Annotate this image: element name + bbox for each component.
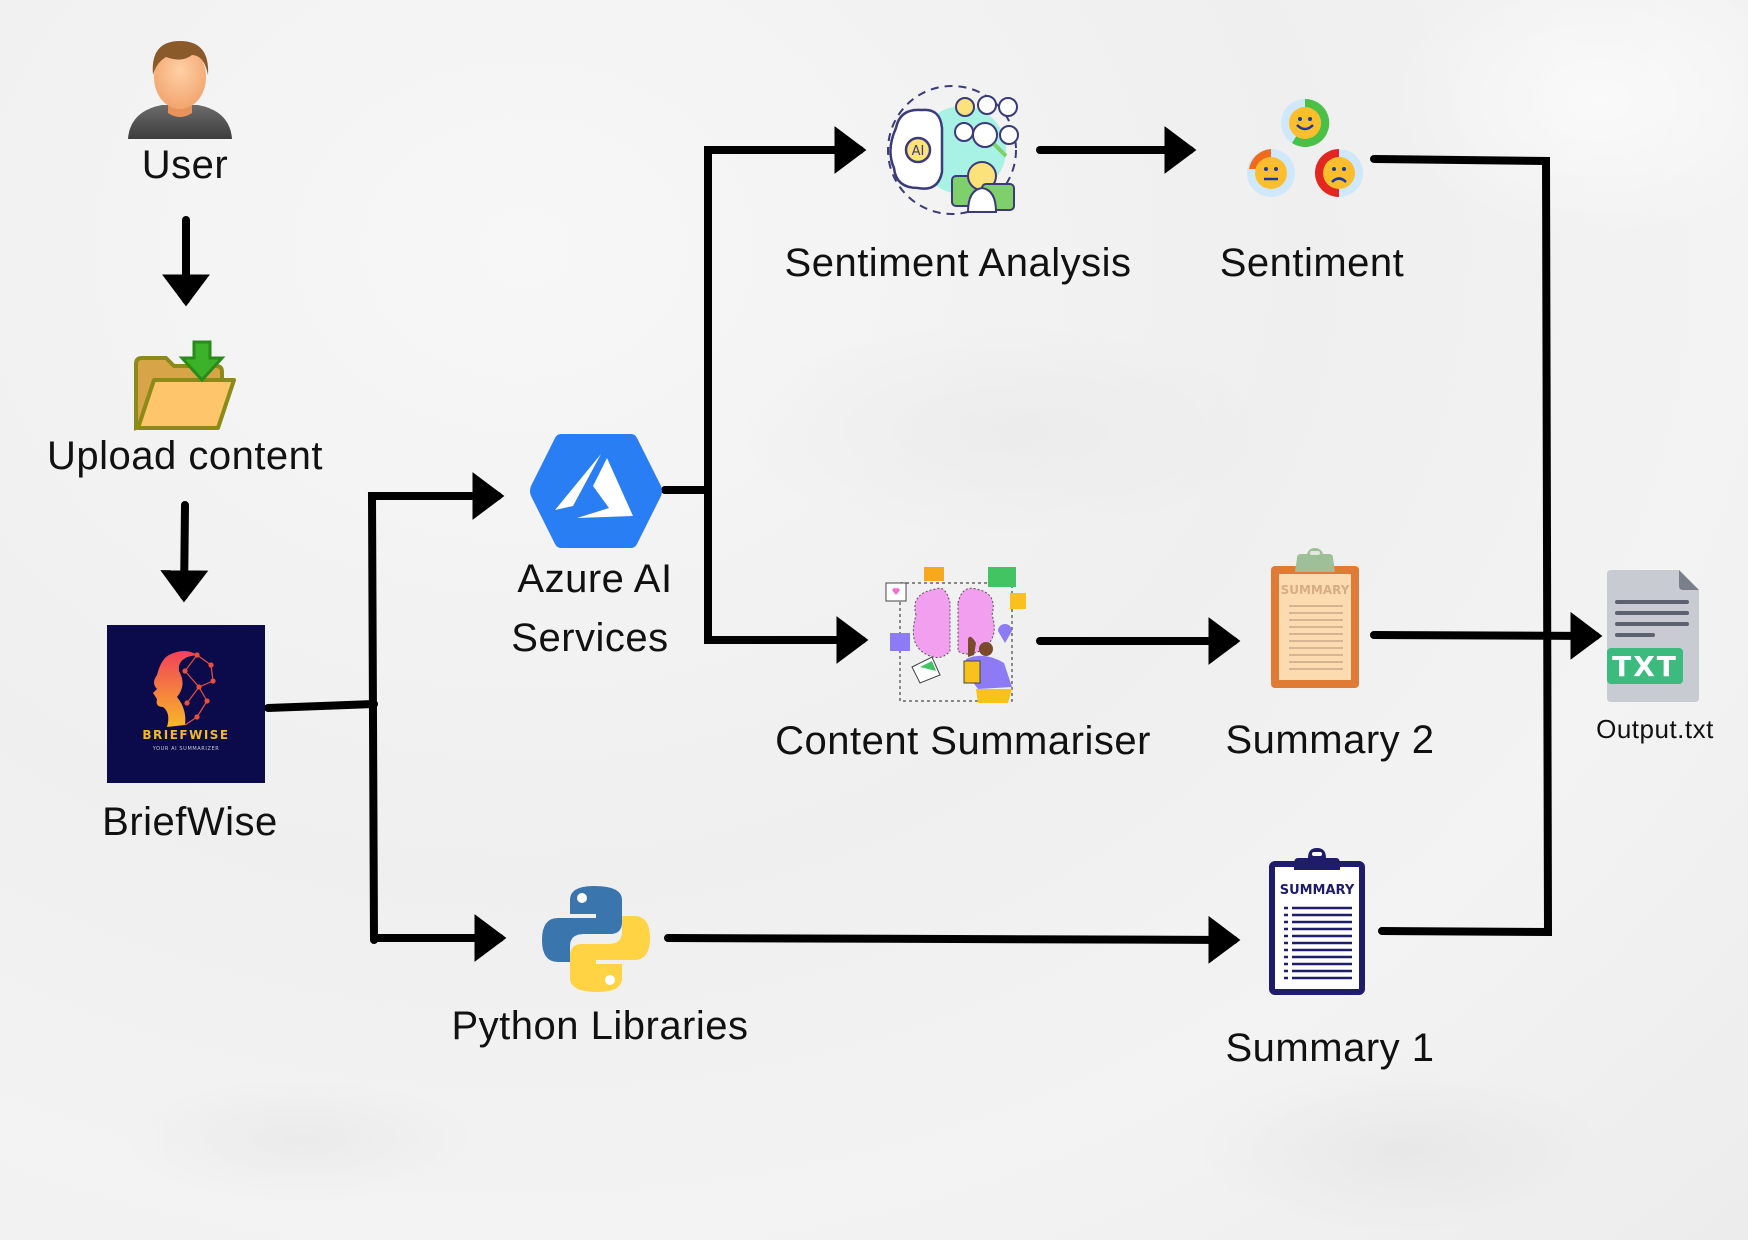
- edge-python-summary1: [664, 915, 1241, 964]
- user-label: User: [141, 143, 229, 187]
- briefwise-logo-title: BRIEFWISE: [142, 728, 230, 742]
- summary2-clipboard-text: SUMMARY: [1281, 583, 1350, 597]
- edge-azure-sentiment-analysis: [661, 126, 867, 494]
- content-summariser-label: Content Summariser: [775, 719, 1151, 763]
- briefwise-logo: BRIEFWISE YOUR AI SUMMARIZER: [107, 625, 265, 783]
- edge-sentiment-output: [1370, 155, 1553, 937]
- azure-logo-icon: [527, 432, 665, 550]
- clipboard-summary-orange-icon: SUMMARY: [1267, 548, 1363, 690]
- summary2-label: Summary 2: [1225, 718, 1435, 762]
- edge-briefwise-split: [264, 700, 378, 712]
- edge-briefwise-azure: [367, 472, 505, 944]
- edge-upload-briefwise: [160, 501, 209, 603]
- sentiment-faces-icon: [1247, 97, 1363, 203]
- txt-badge-text: TXT: [1612, 650, 1678, 683]
- azure-label-line1: Azure AI: [517, 557, 673, 601]
- folder-download-icon: [132, 340, 238, 434]
- summary1-clipboard-text: SUMMARY: [1280, 883, 1355, 898]
- briefwise-logo-tagline: YOUR AI SUMMARIZER: [152, 746, 220, 752]
- ai-sentiment-analysis-icon: AI: [882, 80, 1022, 218]
- summary1-label: Summary 1: [1225, 1026, 1435, 1070]
- txt-file-icon: TXT: [1603, 570, 1703, 702]
- sentiment-analysis-label: Sentiment Analysis: [784, 241, 1132, 285]
- azure-label-line2: Services: [511, 616, 669, 660]
- edge-summary2-output: [1370, 611, 1603, 660]
- clipboard-summary-navy-icon: SUMMARY: [1268, 848, 1366, 996]
- python-libraries-label: Python Libraries: [451, 1004, 749, 1048]
- svg-text:AI: AI: [912, 144, 925, 159]
- sentiment-label: Sentiment: [1219, 241, 1405, 285]
- content-summariser-illustration: [880, 563, 1026, 707]
- user-avatar-icon: [122, 33, 238, 141]
- output-label: Output.txt: [1596, 714, 1714, 744]
- edge-azure-content-summariser: [704, 484, 869, 664]
- briefwise-label: BriefWise: [102, 800, 278, 844]
- head-network-icon: [153, 651, 216, 727]
- python-logo-icon: [540, 884, 652, 994]
- upload-content-label: Upload content: [46, 434, 324, 478]
